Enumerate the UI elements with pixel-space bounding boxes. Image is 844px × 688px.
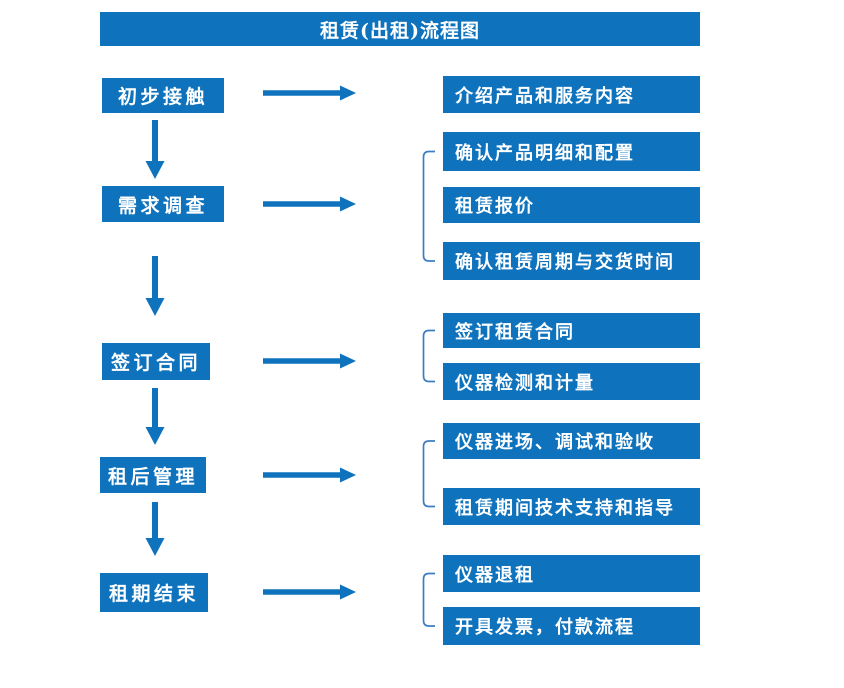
right-arrow-4 xyxy=(263,467,356,483)
down-arrow-1-head xyxy=(145,161,165,179)
group-bracket-3 xyxy=(422,329,435,383)
down-arrow-4 xyxy=(145,502,165,556)
flowchart-title-bar: 租赁(出租)流程图 xyxy=(100,12,700,46)
right-arrow-2 xyxy=(263,196,356,212)
detail-confirm-rental-period: 确认租赁周期与交货时间 xyxy=(443,242,700,280)
down-arrow-2 xyxy=(145,256,165,316)
detail-introduce-products: 介绍产品和服务内容 xyxy=(443,76,700,113)
detail-rental-tech-support: 租赁期间技术支持和指导 xyxy=(443,488,700,525)
right-arrow-4-head xyxy=(340,467,356,483)
step-rental-end: 租期结束 xyxy=(100,573,208,612)
down-arrow-4-head xyxy=(145,538,165,556)
flowchart-title: 租赁(出租)流程图 xyxy=(320,19,480,42)
detail-instrument-testing: 仪器检测和计量 xyxy=(443,363,700,400)
detail-invoice-payment: 开具发票，付款流程 xyxy=(443,607,700,645)
detail-instrument-return: 仪器退租 xyxy=(443,555,700,592)
right-arrow-1 xyxy=(263,85,356,101)
detail-sign-rental-contract: 签订租赁合同 xyxy=(443,313,700,348)
right-arrow-1-head xyxy=(340,85,356,101)
step-initial-contact: 初步接触 xyxy=(102,78,224,113)
group-bracket-4 xyxy=(422,440,435,508)
down-arrow-1 xyxy=(145,120,165,179)
group-bracket-5 xyxy=(422,572,435,627)
right-arrow-3-head xyxy=(340,353,356,369)
right-arrow-5-head xyxy=(340,584,356,600)
down-arrow-3-head xyxy=(145,427,165,445)
down-arrow-2-head xyxy=(145,298,165,316)
right-arrow-3 xyxy=(263,353,356,369)
step-post-rental-management: 租后管理 xyxy=(100,457,206,493)
detail-confirm-product-details: 确认产品明细和配置 xyxy=(443,132,700,171)
step-sign-contract: 签订合同 xyxy=(102,343,210,380)
detail-rental-quote: 租赁报价 xyxy=(443,187,700,223)
detail-instrument-setup-acceptance: 仪器进场、调试和验收 xyxy=(443,423,700,459)
down-arrow-3 xyxy=(145,388,165,445)
right-arrow-2-head xyxy=(340,196,356,212)
step-demand-survey: 需求调查 xyxy=(102,186,224,222)
right-arrow-5 xyxy=(263,584,356,600)
group-bracket-2 xyxy=(422,150,435,262)
